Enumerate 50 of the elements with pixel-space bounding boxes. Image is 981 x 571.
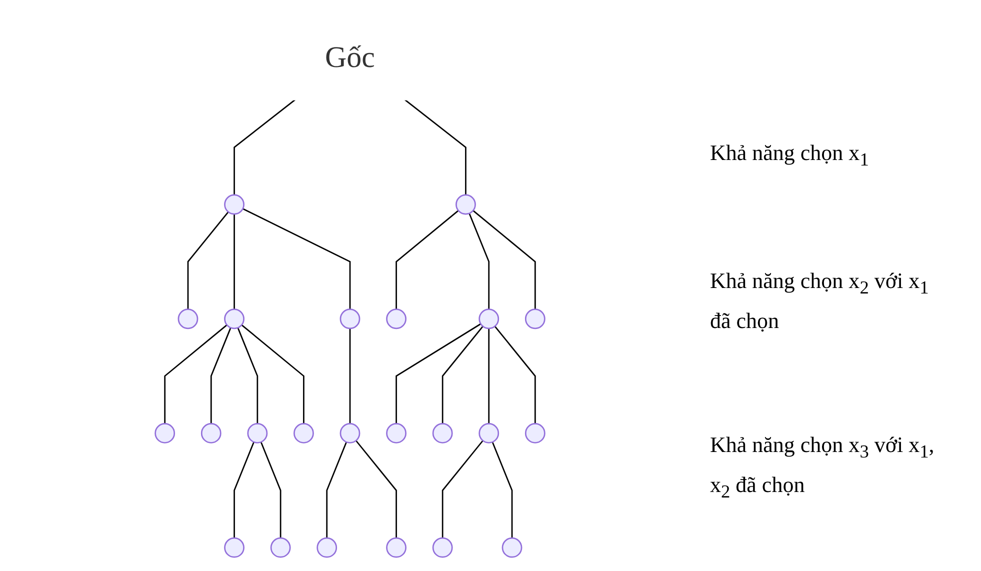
connector	[260, 442, 282, 538]
connector	[396, 323, 482, 424]
node-text: Gốc	[325, 40, 375, 74]
node-circle	[224, 308, 244, 330]
node-circle	[200, 423, 222, 444]
connector	[442, 326, 484, 424]
node-circle	[432, 423, 453, 444]
level-note: Khả năng chọn x$_{2}$ với x$_{1}$ đã chọn	[710, 267, 930, 335]
level-note: Khả năng chọn x$_{3}$ với x$_{1}$, x$_{2}$ đã chọn	[710, 431, 936, 504]
node-circle	[524, 423, 546, 444]
connector	[237, 327, 258, 424]
connector	[234, 442, 254, 538]
connector	[242, 208, 351, 310]
node-circle	[478, 423, 500, 444]
node-circle	[456, 194, 476, 215]
connector	[349, 328, 351, 424]
connector	[472, 210, 536, 310]
connector	[234, 214, 235, 310]
connector	[494, 326, 536, 424]
connector	[241, 324, 304, 424]
node-circle	[224, 537, 244, 558]
connector	[210, 327, 232, 424]
node-circle	[432, 537, 453, 558]
connector	[488, 328, 490, 424]
node-circle	[270, 537, 291, 558]
node-circle	[386, 308, 406, 330]
connector	[396, 210, 459, 310]
node-circle	[178, 308, 198, 330]
node-circle	[154, 423, 176, 444]
node-circle	[386, 423, 406, 444]
node-circle	[340, 308, 360, 330]
connector	[442, 440, 484, 538]
node-circle	[294, 423, 314, 444]
node-circle	[524, 308, 546, 330]
node-circle	[224, 194, 244, 215]
level-note: Khả năng chọn x$_{1}$	[710, 138, 870, 171]
node-circle	[502, 537, 522, 558]
node-circle	[316, 537, 338, 558]
node-circle	[247, 423, 268, 444]
connector	[404, 99, 466, 195]
connector	[468, 213, 490, 310]
connector	[355, 440, 397, 538]
node-circle	[386, 537, 406, 558]
node-circle	[478, 308, 500, 330]
node-circle	[340, 423, 360, 444]
connector	[326, 442, 348, 538]
connector	[164, 324, 228, 424]
connector	[234, 99, 296, 195]
connector	[492, 442, 513, 538]
connector	[187, 211, 229, 310]
